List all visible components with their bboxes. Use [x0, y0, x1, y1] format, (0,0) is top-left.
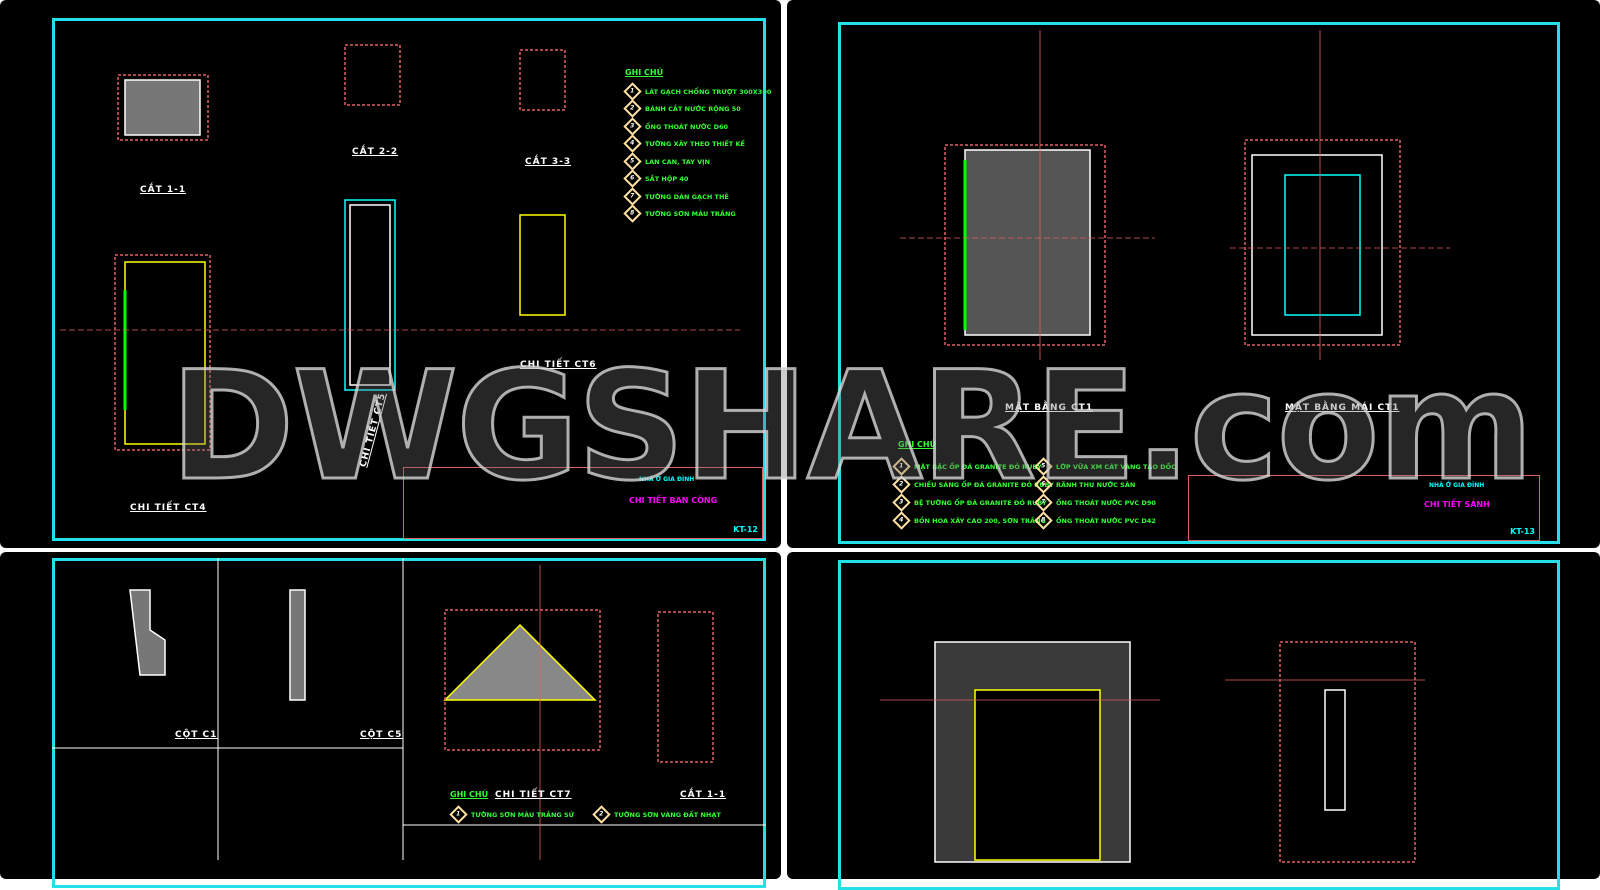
- label-cot-c5: CỘT C5: [360, 730, 403, 740]
- label-cot-c1: CỘT C1: [175, 730, 218, 740]
- note-item: RÃNH THU NƯỚC SÂN: [1056, 480, 1136, 489]
- note-item: TƯỜNG SƠN MÀU TRẮNG SỨ: [471, 810, 575, 819]
- label-cat-2-2: CẮT 2-2: [352, 147, 399, 157]
- label-cat-1-1-b: CẮT 1-1: [680, 790, 727, 800]
- sheet-bottom-right: [787, 552, 1600, 890]
- sheet-top-right: [787, 0, 1600, 548]
- note-item: TƯỜNG DÁN GẠCH THẺ: [645, 192, 729, 201]
- drawing-code: KT-12: [733, 525, 758, 534]
- label-ct6: CHI TIẾT CT6: [520, 360, 597, 370]
- note-item: ỐNG THOÁT NƯỚC D60: [645, 122, 729, 131]
- title-block-tl: NHÀ Ở GIA ĐÌNH CHI TIẾT BAN CÔNG KT-12: [403, 467, 763, 539]
- note-item: BÁNH CẮT NƯỚC RỘNG 50: [645, 104, 741, 113]
- note-item: ỐNG THOÁT NƯỚC PVC D90: [1056, 498, 1156, 507]
- note-item: CHIẾU SÁNG ỐP ĐÁ GRANITE ĐỎ RUBY: [914, 480, 1054, 489]
- drawing-code: KT-13: [1510, 527, 1535, 536]
- label-mat-bang-ct1: MẶT BẰNG CT1: [1005, 403, 1094, 413]
- title-block-title: CHI TIẾT SẢNH: [1424, 500, 1490, 509]
- note-item: LỚP VỮA XM CÁT VÀNG TẠO DỐC: [1056, 462, 1176, 471]
- label-ct7: CHI TIẾT CT7: [495, 790, 572, 800]
- note-item: MẶT BẬC ỐP ĐÁ GRANITE ĐỎ RUBY: [914, 462, 1042, 471]
- notes-title-tr: GHI CHÚ: [898, 440, 937, 449]
- note-item: BỒN HOA XÂY CAO 200, SƠN TRẮNG: [914, 516, 1046, 525]
- note-item: TƯỜNG SƠN VÀNG ĐẤT NHẠT: [614, 810, 721, 819]
- title-block-project: NHÀ Ở GIA ĐÌNH: [639, 476, 695, 483]
- notes-title-tl: GHI CHÚ: [625, 68, 664, 77]
- label-mat-bang-mai-ct1: MẶT BẰNG MÁI CT1: [1285, 403, 1400, 413]
- title-block-project: NHÀ Ở GIA ĐÌNH: [1429, 482, 1485, 489]
- note-item: ỐNG THOÁT NƯỚC PVC D42: [1056, 516, 1156, 525]
- label-ct4: CHI TIẾT CT4: [130, 503, 207, 513]
- notes-title-bl: GHI CHÚ: [450, 790, 489, 799]
- watermark: DWGSHARE.com: [169, 339, 1536, 516]
- note-item: SẮT HỘP 40: [645, 174, 689, 183]
- label-cat-3-3: CẮT 3-3: [525, 157, 572, 167]
- note-item: TƯỜNG SƠN MÀU TRẮNG: [645, 209, 736, 218]
- title-block-title: CHI TIẾT BAN CÔNG: [629, 496, 718, 505]
- title-block-tr: NHÀ Ở GIA ĐÌNH CHI TIẾT SẢNH KT-13: [1188, 475, 1540, 541]
- note-item: LÁT GẠCH CHỐNG TRƯỢT 300X300: [645, 87, 772, 96]
- note-item: LAN CAN, TAY VỊN: [645, 157, 711, 166]
- note-item: BỆ TƯỜNG ỐP ĐÁ GRANITE ĐỎ RUBY: [914, 498, 1047, 507]
- label-cat-1-1: CẮT 1-1: [140, 185, 187, 195]
- note-item: TƯỜNG XÂY THEO THIẾT KẾ: [645, 139, 745, 148]
